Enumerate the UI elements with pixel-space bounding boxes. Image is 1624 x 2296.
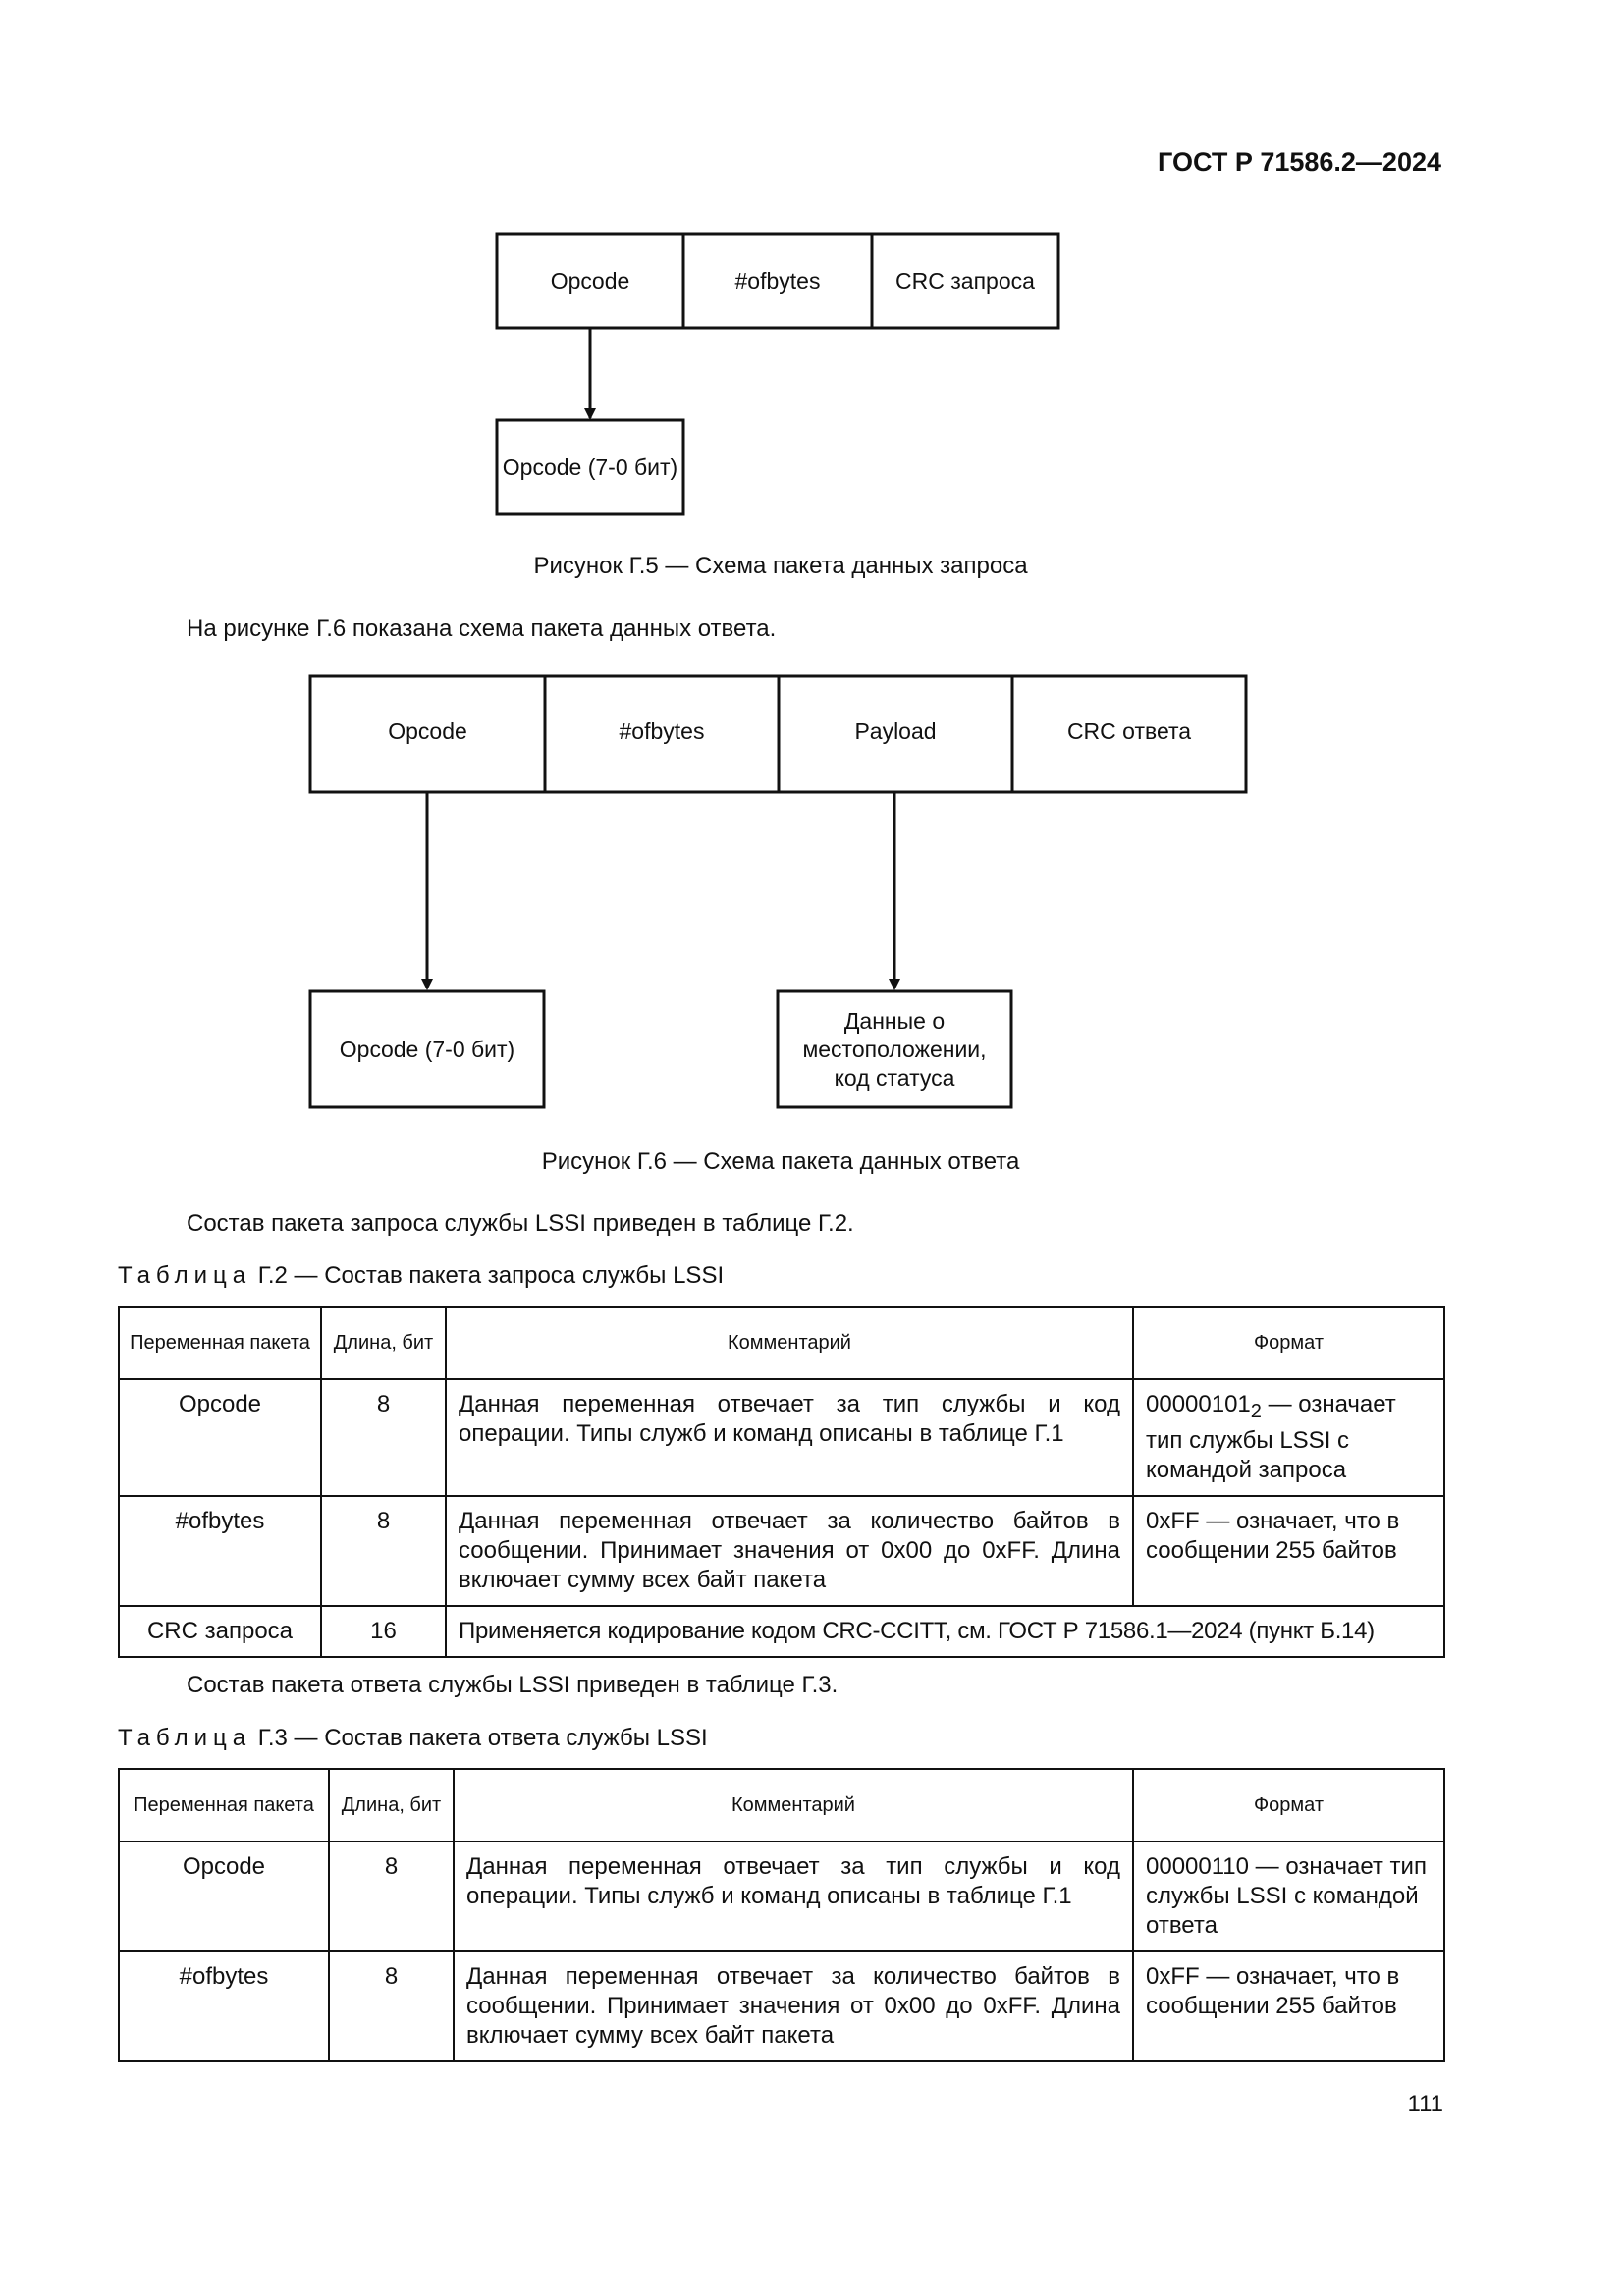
fig5-field-crc: CRC запроса bbox=[895, 267, 1035, 294]
table3-header-row: Переменная пакета Длина, бит Комментарий… bbox=[118, 1768, 1445, 1842]
fig6-detail-payload-line2: местоположении, bbox=[802, 1036, 987, 1062]
table2-r2-comment: Данная переменная отвечает за количество… bbox=[445, 1494, 1134, 1607]
table2-header-var: Переменная пакета bbox=[118, 1306, 322, 1380]
table2-title-prefix: Таблица bbox=[118, 1262, 252, 1289]
fig6-detail-payload-line1: Данные о bbox=[843, 1007, 946, 1034]
page-number: 111 bbox=[1407, 2091, 1443, 2117]
table2-r2-len: 8 bbox=[320, 1494, 447, 1607]
table-row: #ofbytes 8 Данная переменная отвечает за… bbox=[118, 1494, 1445, 1607]
fig6-detail-opcode: Opcode (7-0 бит) bbox=[339, 1036, 515, 1062]
table-row: Opcode 8 Данная переменная отвечает за т… bbox=[118, 1841, 1445, 1952]
table3-r1-format: 00000110 — означает тип службы LSSI с ко… bbox=[1132, 1841, 1445, 1952]
table3: Переменная пакета Длина, бит Комментарий… bbox=[118, 1768, 1445, 2062]
fig6-detail-box-opcode bbox=[308, 989, 546, 1109]
table-row: CRC запроса 16 Применяется кодирование к… bbox=[118, 1604, 1445, 1658]
table2-r1-format-sub: 2 bbox=[1250, 1400, 1262, 1422]
table3-r1-var: Opcode bbox=[118, 1841, 330, 1952]
table2-r1-format-rest: — означает тип службы LSSI с командой за… bbox=[1146, 1391, 1396, 1483]
table3-header-comment: Комментарий bbox=[453, 1768, 1134, 1842]
fig6-detail-box-payload bbox=[776, 989, 1013, 1109]
fig6-field-crc: CRC ответа bbox=[1066, 719, 1192, 744]
document-code: ГОСТ Р 71586.2—2024 bbox=[1158, 147, 1441, 177]
table3-header-var: Переменная пакета bbox=[118, 1768, 330, 1842]
table3-title-prefix: Таблица bbox=[118, 1725, 252, 1751]
fig6-field-box-crc bbox=[1010, 674, 1248, 794]
table2-r2-var: #ofbytes bbox=[118, 1494, 322, 1607]
figure5-caption: Рисунок Г.5 — Схема пакета данных запрос… bbox=[533, 553, 1028, 579]
fig5-field-ofbytes: #ofbytes bbox=[734, 267, 821, 294]
table2-r1-var: Opcode bbox=[118, 1378, 322, 1497]
fig5-detail-box bbox=[495, 418, 685, 516]
table2-header-comment: Комментарий bbox=[445, 1306, 1134, 1380]
intro-table3: Состав пакета ответа службы LSSI приведе… bbox=[187, 1672, 839, 1698]
table2-r3-var: CRC запроса bbox=[118, 1604, 322, 1658]
table-row: #ofbytes 8 Данная переменная отвечает за… bbox=[118, 1950, 1445, 2062]
table2-r1-format: 000001012 — означает тип службы LSSI с к… bbox=[1132, 1378, 1445, 1497]
table-row: Opcode 8 Данная переменная отвечает за т… bbox=[118, 1378, 1445, 1497]
table2-title: Таблица Г.2 — Состав пакета запроса служ… bbox=[118, 1262, 724, 1290]
table3-r2-len: 8 bbox=[328, 1950, 455, 2062]
table2-r1-len: 8 bbox=[320, 1378, 447, 1497]
fig6-detail-payload: Данные о местоположении, код статуса bbox=[778, 991, 1011, 1107]
table2-r3-comment: Применяется кодирование кодом CRC-CCITT,… bbox=[445, 1604, 1445, 1658]
table3-r2-format: 0xFF — означает, что в сообщении 255 бай… bbox=[1132, 1950, 1445, 2062]
table2-header-row: Переменная пакета Длина, бит Комментарий… bbox=[118, 1306, 1445, 1380]
table3-r2-comment: Данная переменная отвечает за количество… bbox=[453, 1950, 1134, 2062]
fig5-field-opcode: Opcode bbox=[550, 267, 630, 294]
table3-r2-var: #ofbytes bbox=[118, 1950, 330, 2062]
table2-title-rest: Г.2 — Состав пакета запроса службы LSSI bbox=[251, 1262, 725, 1289]
table2: Переменная пакета Длина, бит Комментарий… bbox=[118, 1306, 1445, 1658]
intro-table2: Состав пакета запроса службы LSSI привед… bbox=[187, 1210, 854, 1237]
fig6-field-ofbytes: #ofbytes bbox=[619, 719, 705, 744]
table3-r1-len: 8 bbox=[328, 1841, 455, 1952]
table2-r1-comment: Данная переменная отвечает за тип службы… bbox=[445, 1378, 1134, 1497]
fig6-detail-payload-line3: код статуса bbox=[834, 1064, 955, 1091]
table2-r2-format: 0xFF — означает, что в сообщении 255 бай… bbox=[1132, 1494, 1445, 1607]
table2-r3-len: 16 bbox=[320, 1604, 447, 1658]
figure5-diagram bbox=[495, 232, 1060, 516]
table2-header-format: Формат bbox=[1132, 1306, 1445, 1380]
table3-title: Таблица Г.3 — Состав пакета ответа служб… bbox=[118, 1725, 708, 1752]
table3-header-format: Формат bbox=[1132, 1768, 1445, 1842]
fig6-field-opcode: Opcode bbox=[388, 719, 467, 744]
fig6-field-payload: Payload bbox=[854, 719, 937, 744]
fig5-detail-label: Opcode (7-0 бит) bbox=[502, 454, 678, 480]
figure6-diagram bbox=[308, 674, 1248, 1109]
table2-r1-format-main: 00000101 bbox=[1146, 1391, 1251, 1417]
table3-header-len: Длина, бит bbox=[328, 1768, 455, 1842]
table2-header-len: Длина, бит bbox=[320, 1306, 447, 1380]
table3-r1-comment: Данная переменная отвечает за тип службы… bbox=[453, 1841, 1134, 1952]
figure6-caption: Рисунок Г.6 — Схема пакета данных ответа bbox=[541, 1148, 1020, 1175]
table3-title-rest: Г.3 — Состав пакета ответа службы LSSI bbox=[251, 1725, 708, 1751]
intro-figure6: На рисунке Г.6 показана схема пакета дан… bbox=[187, 615, 777, 642]
fig5-field-box-crc bbox=[870, 232, 1060, 330]
